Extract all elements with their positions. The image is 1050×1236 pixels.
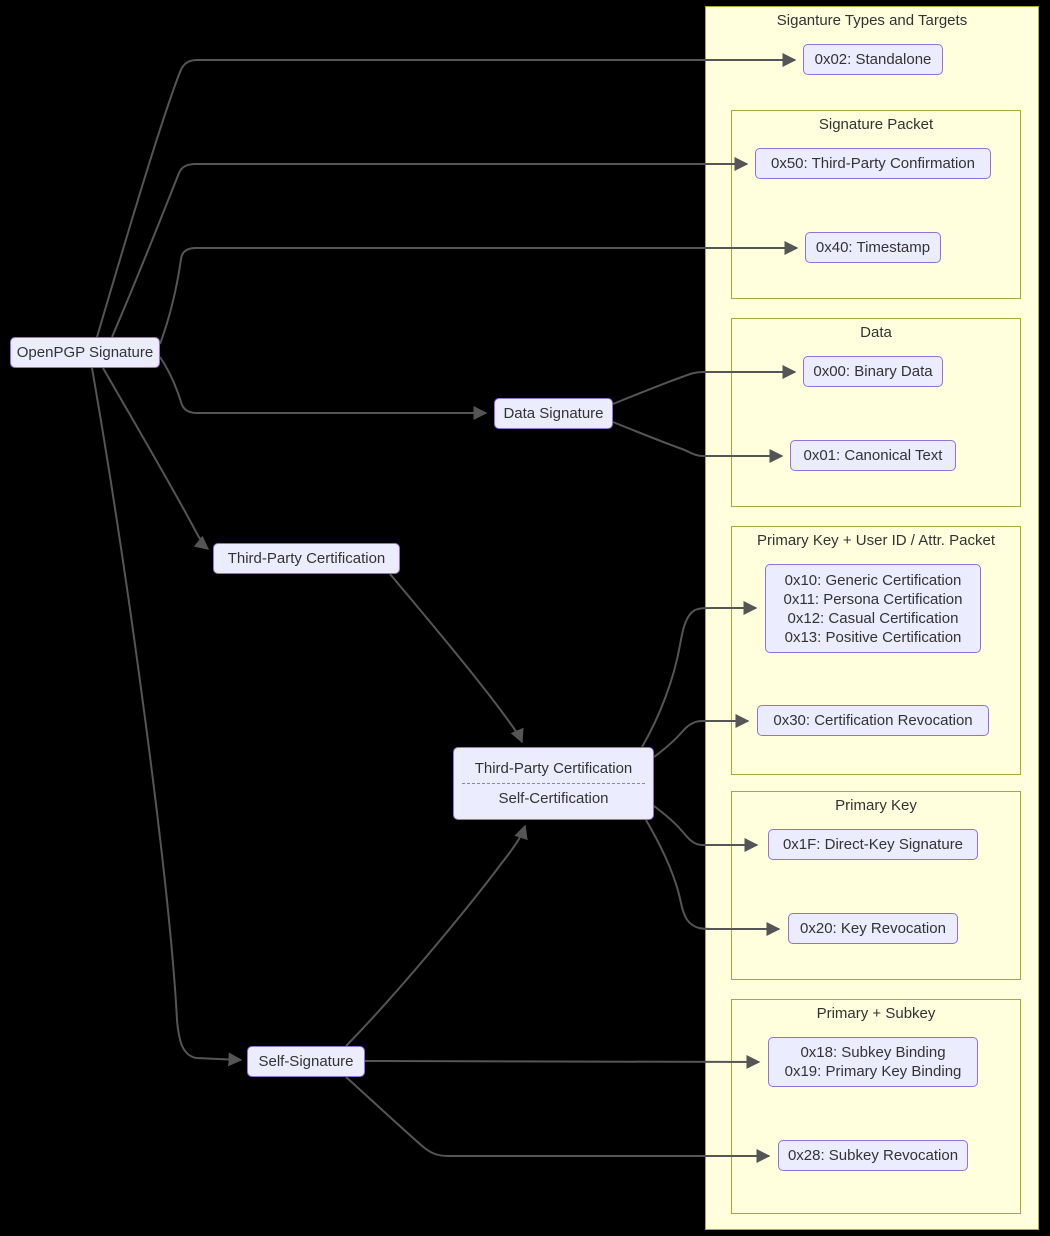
node-combined-certification: Third-Party Certification Self-Certifica… xyxy=(453,747,654,820)
edge-self-signature-combined xyxy=(345,824,528,1047)
certification-line-positive: 0x13: Positive Certification xyxy=(784,628,962,646)
node-third-party-confirmation: 0x50: Third-Party Confirmation xyxy=(755,148,991,179)
dashed-divider xyxy=(461,783,646,784)
node-certifications: 0x10: Generic Certification 0x11: Person… xyxy=(765,564,981,653)
node-openpgp-signature: OpenPGP Signature xyxy=(10,337,160,368)
cluster-primary-subkey: Primary + Subkey xyxy=(731,999,1021,1214)
cluster-data: Data xyxy=(731,318,1021,507)
cluster-primary-key: Primary Key xyxy=(731,791,1021,980)
edge-openpgp-standalone xyxy=(96,53,797,338)
edge-openpgp-self-signature xyxy=(91,367,243,1067)
edge-openpgp-third-party-certification xyxy=(102,367,210,550)
node-timestamp: 0x40: Timestamp xyxy=(805,232,941,263)
primary-key-binding-line: 0x19: Primary Key Binding xyxy=(784,1063,962,1080)
subkey-binding-line: 0x18: Subkey Binding xyxy=(800,1044,946,1061)
cluster-title-signature-packet: Signature Packet xyxy=(818,116,934,133)
node-direct-key-signature: 0x1F: Direct-Key Signature xyxy=(768,829,978,860)
edge-third-party-certification-combined xyxy=(389,573,524,744)
cluster-title-primary-key-userid: Primary Key + User ID / Attr. Packet xyxy=(757,532,995,549)
edge-openpgp-third-party-confirmation xyxy=(111,157,749,338)
certification-line-generic: 0x10: Generic Certification xyxy=(784,571,962,589)
cluster-title-data: Data xyxy=(860,324,892,341)
node-subkey-revocation: 0x28: Subkey Revocation xyxy=(778,1140,968,1171)
edge-openpgp-timestamp xyxy=(159,241,799,345)
combined-certification-top-label: Third-Party Certification xyxy=(474,760,633,777)
node-third-party-certification: Third-Party Certification xyxy=(213,543,400,574)
node-subkey-binding: 0x18: Subkey Binding 0x19: Primary Key B… xyxy=(768,1037,978,1087)
node-standalone: 0x02: Standalone xyxy=(803,44,943,75)
node-certification-revocation: 0x30: Certification Revocation xyxy=(757,705,989,736)
certification-line-casual: 0x12: Casual Certification xyxy=(787,609,959,627)
combined-certification-bottom-label: Self-Certification xyxy=(498,790,609,807)
cluster-title-primary-key: Primary Key xyxy=(835,797,917,814)
node-key-revocation: 0x20: Key Revocation xyxy=(788,913,958,944)
node-canonical-text: 0x01: Canonical Text xyxy=(790,440,956,471)
cluster-signature-packet: Signature Packet xyxy=(731,110,1021,299)
edge-self-signature-subkey-binding xyxy=(364,1054,761,1069)
certification-line-persona: 0x11: Persona Certification xyxy=(783,590,963,608)
node-self-signature: Self-Signature xyxy=(247,1046,365,1077)
edge-openpgp-data-signature xyxy=(159,356,488,420)
cluster-title-primary-subkey: Primary + Subkey xyxy=(816,1005,936,1022)
node-data-signature: Data Signature xyxy=(494,398,613,429)
cluster-title-signature-types: Siganture Types and Targets xyxy=(776,12,968,29)
node-binary-data: 0x00: Binary Data xyxy=(803,356,943,387)
